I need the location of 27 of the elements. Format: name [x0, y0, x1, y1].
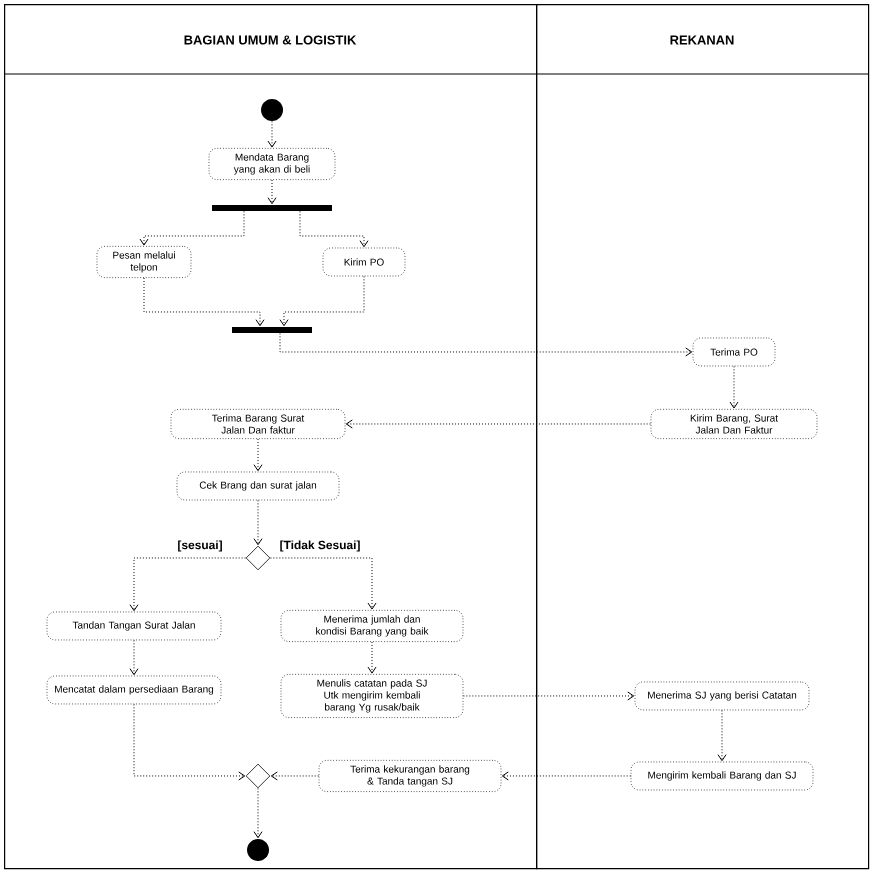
sync-bar: [212, 204, 332, 211]
arrow: [462, 691, 635, 701]
arrow: [253, 499, 263, 546]
arrow: [279, 275, 365, 327]
arrow: [267, 179, 277, 205]
arrow: [345, 419, 652, 429]
arrow: [359, 240, 369, 248]
decision-diamond: [245, 545, 271, 571]
decision-diamond: [245, 763, 271, 789]
arrow: [253, 787, 263, 839]
arrow: [501, 771, 632, 781]
end-node: [247, 838, 269, 861]
arrow: [253, 438, 263, 472]
arrow: [729, 365, 739, 409]
arrow: [367, 641, 377, 674]
arrow: [129, 557, 247, 612]
arrow: [269, 557, 377, 610]
arrow: [267, 120, 277, 148]
start-node: [261, 99, 283, 121]
arrow: [685, 347, 693, 357]
arrow: [143, 277, 265, 327]
arrow: [717, 709, 727, 762]
arrow: [129, 639, 139, 676]
arrow: [270, 771, 320, 781]
arrow: [133, 703, 246, 781]
sync-bar: [232, 326, 312, 333]
arrow: [139, 238, 149, 246]
